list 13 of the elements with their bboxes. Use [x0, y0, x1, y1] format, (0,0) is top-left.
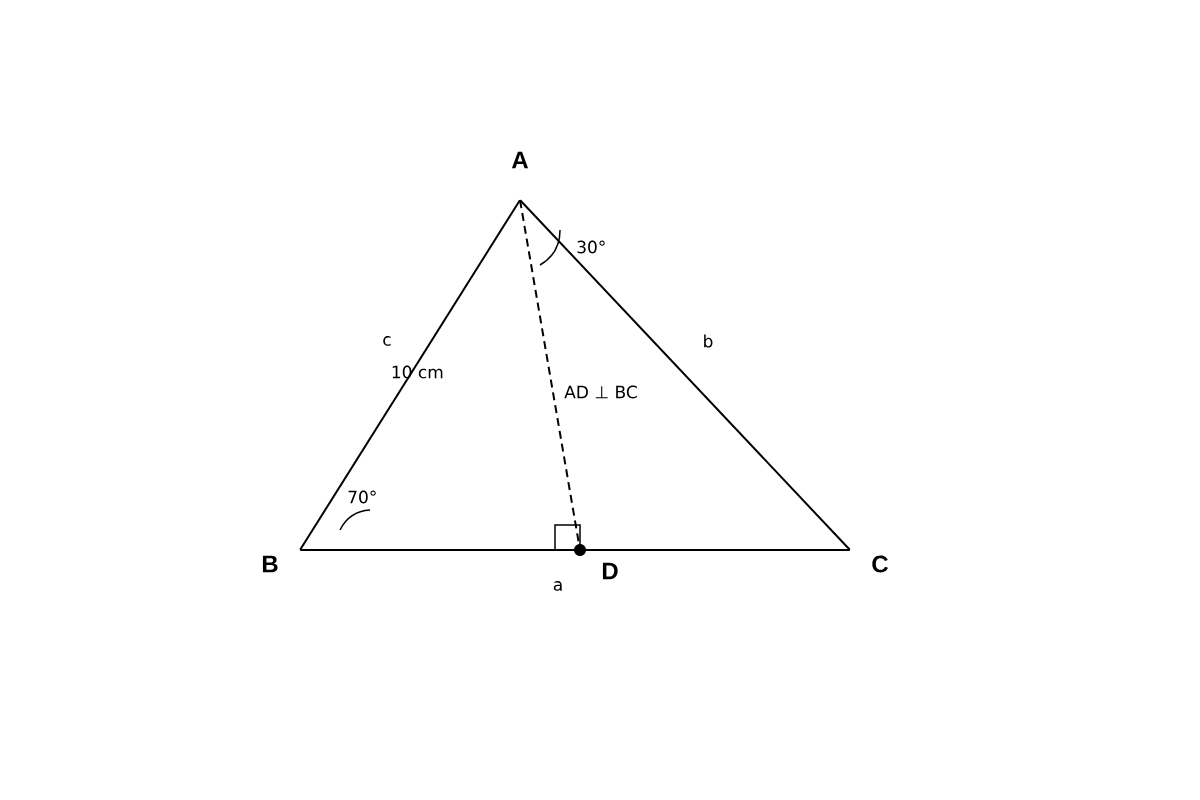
triangle-side	[299, 199, 521, 551]
vertex-label: D	[574, 544, 618, 580]
triangle-side	[519, 199, 851, 551]
side-label: b	[704, 334, 713, 348]
side-label: c	[383, 336, 391, 346]
side-label: 70°	[348, 490, 376, 504]
vertex-label: B	[262, 555, 278, 573]
side-label: AD ⊥ BC	[564, 385, 637, 399]
vertex-label: C	[872, 555, 888, 573]
side-label: a	[553, 581, 562, 591]
vertex-label: A	[511, 151, 529, 169]
side-label: 30°	[577, 240, 605, 254]
triangle-side	[299, 549, 851, 551]
